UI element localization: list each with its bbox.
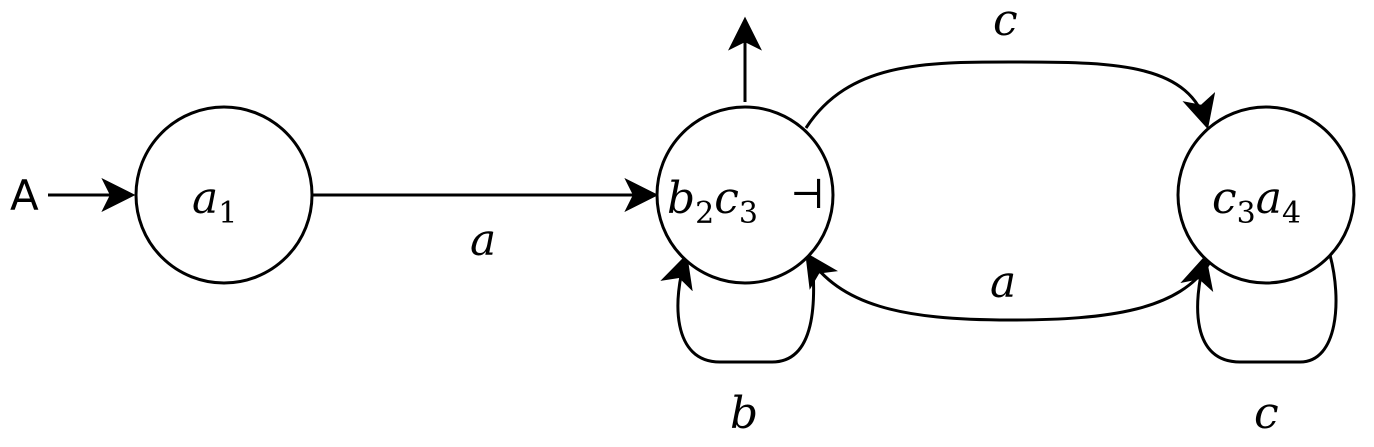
edge-c3a4-to-b2c3 [805,252,1212,322]
state-b2c3-main1: b [667,173,695,224]
start-label: A [10,171,39,220]
state-b2c3-main2: c [714,173,739,224]
state-a1-label: a1 [192,173,237,231]
state-b2c3-label: b2c3 [667,173,758,231]
state-c3a4-sub1: 3 [1237,196,1256,231]
state-b2c3-sub1: 2 [695,196,714,231]
state-c3a4-main1: c [1212,173,1237,224]
state-a1-sub: 1 [218,196,237,231]
self-loop-label-b2c3: b [730,388,758,439]
self-loop-c3a4 [1180,254,1338,364]
state-b2c3: b2c3 ⊣ [655,105,835,285]
edge-label-b2c3-to-c3a4: c [993,0,1018,46]
state-c3a4-sub2: 4 [1282,196,1301,231]
edge-label-c3a4-to-b2c3: a [990,257,1016,308]
state-a1-main: a [192,173,218,224]
state-b2c3-circle [655,105,835,285]
state-c3a4: c3a4 [1176,105,1356,285]
state-b2c3-sub2: 3 [739,196,758,231]
edge-b2c3-to-c3a4 [804,60,1216,130]
end-marker: ⊣ [790,172,824,218]
state-c3a4-label: c3a4 [1212,173,1301,231]
state-a1: a1 [134,105,314,285]
edge-label-a1-to-b2c3: a [470,215,496,266]
state-c3a4-main2: a [1256,173,1282,224]
state-a1-circle [134,105,314,285]
state-c3a4-circle [1176,105,1356,285]
self-loop-label-c3a4: c [1254,388,1279,439]
self-loop-b2c3 [660,253,816,364]
